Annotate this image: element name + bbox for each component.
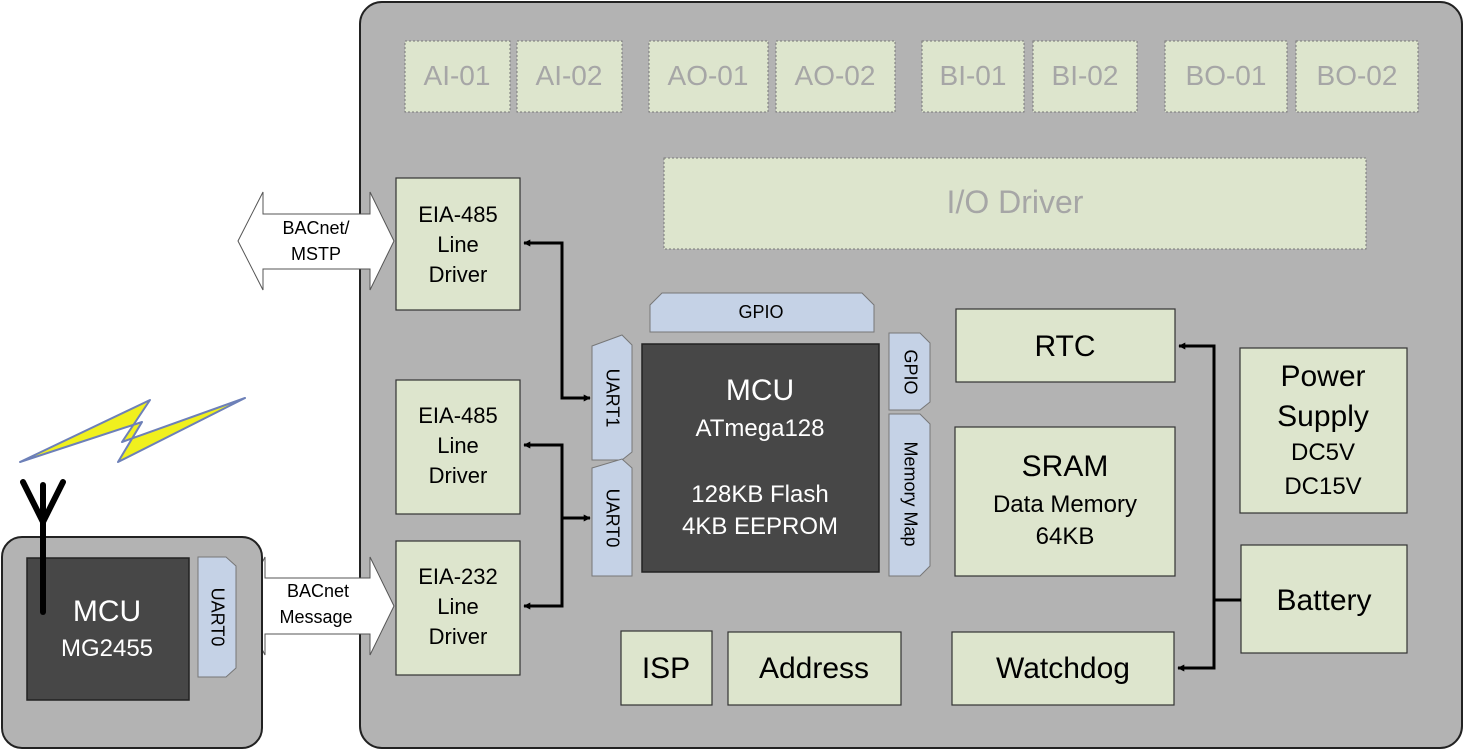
driver-label: Driver <box>429 262 488 287</box>
watchdog-label: Watchdog <box>996 652 1130 685</box>
gpio-top-label: GPIO <box>738 302 783 322</box>
driver-label: Driver <box>429 624 488 649</box>
sram-line2: 64KB <box>1036 523 1095 550</box>
battery-label: Battery <box>1276 584 1371 617</box>
io-points: AI-01 AI-02 AO-01 AO-02 BI-01 BI-02 BO-0… <box>404 40 1419 113</box>
power-label: DC5V <box>1291 439 1355 466</box>
driver-label: Line <box>437 232 479 257</box>
io-point: AI-02 <box>516 40 623 113</box>
driver-label: EIA-485 <box>418 403 498 428</box>
uart1-label: UART1 <box>602 369 622 428</box>
power-label: Supply <box>1277 400 1369 433</box>
uart0-link-top <box>523 441 564 518</box>
io-point: AO-02 <box>775 40 896 113</box>
wireless-mcu-title: MCU <box>73 595 141 628</box>
mcu-title: MCU <box>726 374 794 407</box>
io-point-label: BO-02 <box>1317 60 1398 91</box>
uart1-port: UART1 <box>591 334 633 461</box>
io-driver-label: I/O Driver <box>947 184 1084 220</box>
sram-title: SRAM <box>1022 450 1109 483</box>
gpio-top-port: GPIO <box>649 292 875 333</box>
lightning-icon <box>19 397 246 463</box>
io-point: BI-01 <box>921 40 1025 113</box>
sram-line1: Data Memory <box>993 491 1137 518</box>
power-supply-block: Power Supply DC5V DC15V <box>1239 347 1408 514</box>
io-point: AO-01 <box>648 40 769 113</box>
uart0-port: UART0 <box>591 458 633 577</box>
line-driver-eia232: EIA-232 Line Driver <box>395 540 521 676</box>
wireless-mcu: MCU MG2455 <box>26 557 190 701</box>
uart-connections <box>523 239 591 610</box>
gpio-right-port: GPIO <box>888 332 931 411</box>
rtc-label: RTC <box>1034 330 1095 363</box>
io-point-label: BI-01 <box>940 60 1007 91</box>
bus-arrow-label: Message <box>279 607 352 627</box>
address-label: Address <box>759 652 869 685</box>
memory-map-port: Memory Map <box>888 413 931 577</box>
driver-label: Driver <box>429 463 488 488</box>
battery-block: Battery <box>1240 544 1408 654</box>
rtc-block: RTC <box>955 308 1176 383</box>
wireless-uart0-label: UART0 <box>207 588 227 647</box>
io-point-label: AO-01 <box>668 60 749 91</box>
line-driver-eia485-1: EIA-485 Line Driver <box>395 177 521 311</box>
io-point: AI-01 <box>404 40 511 113</box>
wireless-uart0-port: UART0 <box>197 556 237 678</box>
antenna-icon <box>20 479 66 615</box>
isp-block: ISP <box>620 630 713 706</box>
bus-arrow-label: BACnet/ <box>282 218 349 238</box>
io-point-label: AI-01 <box>424 60 491 91</box>
io-point-label: BO-01 <box>1186 60 1267 91</box>
battery-connections <box>1177 342 1241 672</box>
power-label: DC15V <box>1284 473 1361 500</box>
driver-label: Line <box>437 433 479 458</box>
driver-label: EIA-485 <box>418 202 498 227</box>
mcu-atmega128: MCU ATmega128 128KB Flash 4KB EEPROM <box>641 343 880 573</box>
io-point: BO-02 <box>1295 40 1419 113</box>
battery-to-watchdog <box>1177 600 1216 672</box>
bus-arrow-label: MSTP <box>291 244 341 264</box>
line-driver-eia485-2: EIA-485 Line Driver <box>395 379 521 515</box>
bacnet-mstp-arrow: BACnet/ MSTP <box>237 191 395 291</box>
sram-block: SRAM Data Memory 64KB <box>954 426 1176 577</box>
uart0-label: UART0 <box>602 489 622 548</box>
bus-arrow-label: BACnet <box>287 581 349 601</box>
io-point: BO-01 <box>1164 40 1288 113</box>
uart0-link-bottom <box>523 518 564 610</box>
memory-map-label: Memory Map <box>900 441 920 546</box>
mcu-flash: 128KB Flash <box>691 481 828 508</box>
mcu-chip: ATmega128 <box>696 415 825 442</box>
gpio-right-label: GPIO <box>900 349 920 394</box>
mcu-eeprom: 4KB EEPROM <box>682 513 838 540</box>
driver-label: Line <box>437 594 479 619</box>
io-driver: I/O Driver <box>663 157 1367 250</box>
isp-label: ISP <box>642 652 690 685</box>
io-point-label: BI-02 <box>1052 60 1119 91</box>
power-label: Power <box>1280 360 1365 393</box>
io-point-label: AO-02 <box>795 60 876 91</box>
battery-to-rtc <box>1178 342 1216 600</box>
io-point: BI-02 <box>1032 40 1138 113</box>
bacnet-message-arrow: BACnet Message <box>239 556 395 656</box>
address-block: Address <box>727 631 902 706</box>
io-point-label: AI-02 <box>536 60 603 91</box>
driver-label: EIA-232 <box>418 564 498 589</box>
watchdog-block: Watchdog <box>951 631 1175 706</box>
wireless-mcu-chip: MG2455 <box>61 635 153 662</box>
